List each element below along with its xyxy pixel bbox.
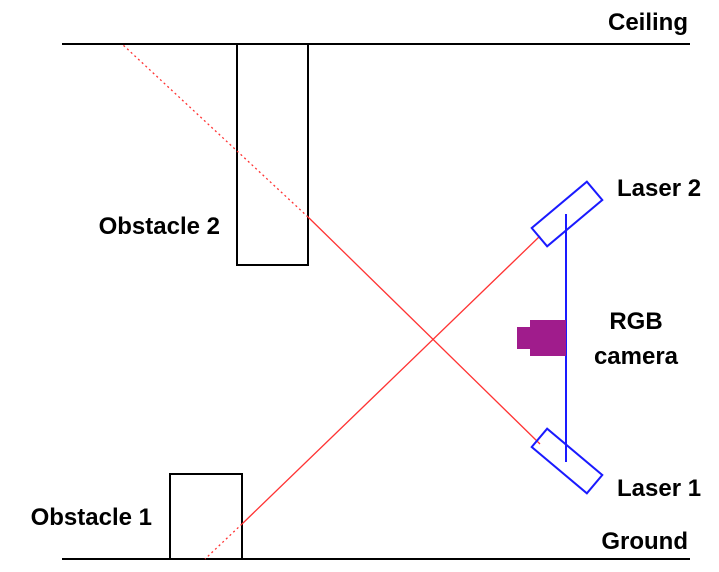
- ground-label: Ground: [601, 528, 688, 555]
- laser-2-beam-occluded: [204, 523, 243, 560]
- rgb-camera-label-line1: RGB: [609, 308, 662, 335]
- rgb-camera-label-line2: camera: [594, 343, 679, 370]
- laser-1-label: Laser 1: [617, 475, 701, 502]
- obstacle-1-label: Obstacle 1: [31, 504, 152, 531]
- obstacle-2-label: Obstacle 2: [99, 213, 220, 240]
- laser-2-device: [530, 180, 604, 248]
- obstacle-2-box: [236, 43, 309, 266]
- laser-1-beam-occluded: [121, 43, 309, 218]
- laser-1-device: [530, 427, 604, 495]
- ceiling-label: Ceiling: [608, 9, 688, 36]
- obstacle-1-box: [169, 473, 243, 560]
- laser-2-label: Laser 2: [617, 175, 701, 202]
- rgb-camera-icon: [517, 320, 566, 356]
- laser-1-beam: [307, 216, 541, 445]
- laser-2-beam: [241, 235, 541, 525]
